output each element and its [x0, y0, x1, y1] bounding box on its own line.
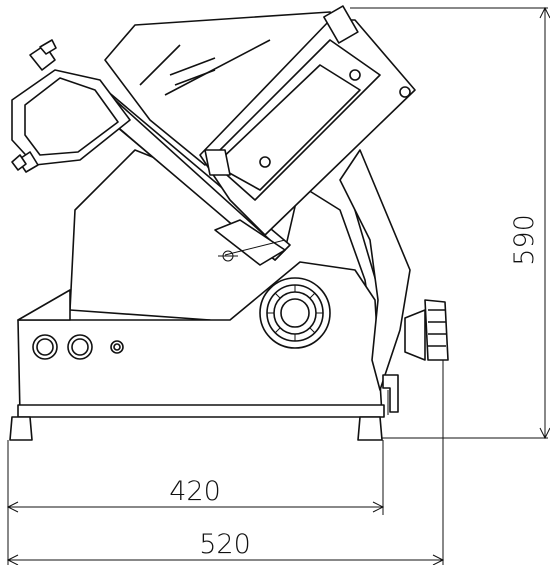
start-button[interactable]	[32, 334, 58, 360]
motor-hub-icon	[259, 277, 331, 349]
left-foot	[9, 416, 33, 441]
product-tray	[104, 11, 351, 166]
right-foot	[357, 416, 383, 441]
carriage-arm	[84, 84, 291, 266]
knob-icon[interactable]	[11, 39, 131, 173]
indicator-light	[110, 340, 124, 354]
height-label: 590	[509, 214, 540, 266]
width-label: 520	[199, 529, 251, 560]
dimension-depth: 420	[6, 440, 385, 565]
blade-guard	[199, 5, 416, 236]
side-rail	[339, 149, 411, 415]
depth-label: 420	[169, 476, 221, 507]
control-panel	[32, 334, 124, 360]
dimension-width: 520	[6, 360, 445, 565]
dimension-height: 590	[350, 6, 550, 440]
stop-button[interactable]	[67, 334, 93, 360]
